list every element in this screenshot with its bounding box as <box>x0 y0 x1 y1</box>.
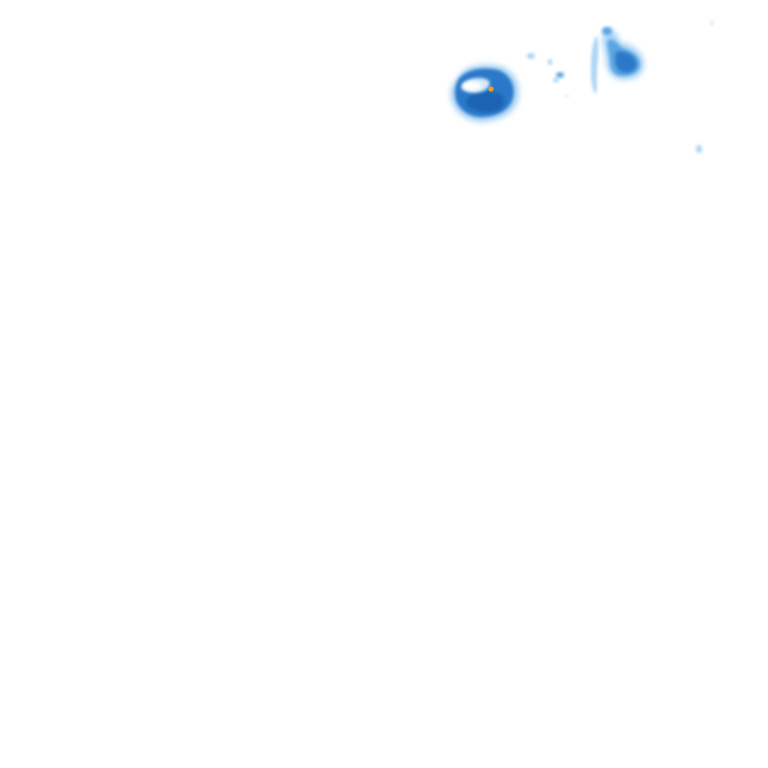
echo-band-thin <box>591 36 599 94</box>
echo-cell-large <box>450 64 520 123</box>
echo-speckle <box>527 20 714 153</box>
hotspot-marker <box>488 86 494 92</box>
echo-cell-right <box>602 27 644 80</box>
